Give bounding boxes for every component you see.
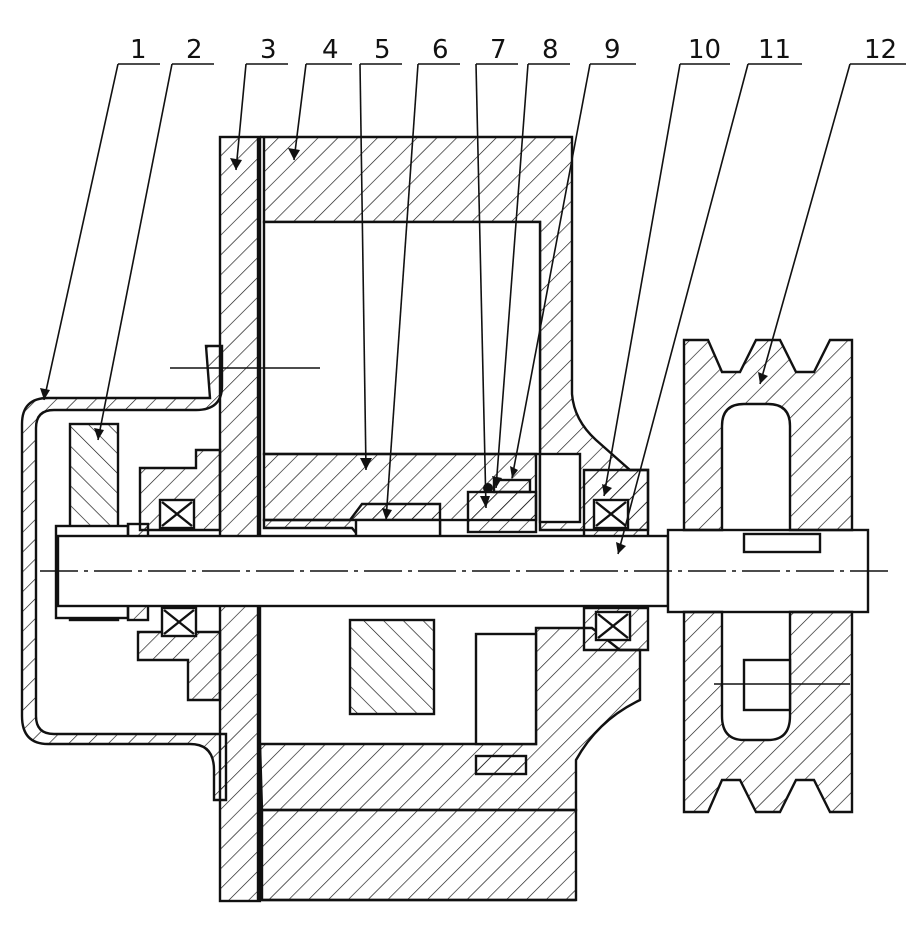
bearing-left <box>136 448 222 702</box>
label-7: 7 <box>490 35 507 65</box>
part-11-shaft <box>40 528 890 614</box>
part-10-bearing-right <box>582 468 650 652</box>
label-8: 8 <box>542 35 559 65</box>
label-10: 10 <box>688 35 721 65</box>
part-4-body <box>258 135 650 902</box>
label-6: 6 <box>432 35 449 65</box>
label-5: 5 <box>374 35 391 65</box>
part-12-pulley <box>682 338 854 814</box>
label-1: 1 <box>130 35 147 65</box>
label-4: 4 <box>322 35 339 65</box>
part-9-washer <box>538 452 582 524</box>
label-3: 3 <box>260 35 277 65</box>
part-labels: 1 2 3 4 5 6 7 8 9 10 11 12 <box>130 35 897 65</box>
part-7-ring <box>466 490 538 776</box>
label-2: 2 <box>186 35 203 65</box>
label-11: 11 <box>758 35 791 65</box>
label-9: 9 <box>604 35 621 65</box>
label-12: 12 <box>864 35 897 65</box>
chamber <box>170 220 542 456</box>
part-3-end-plate <box>218 135 262 903</box>
leader-lines <box>40 63 906 555</box>
